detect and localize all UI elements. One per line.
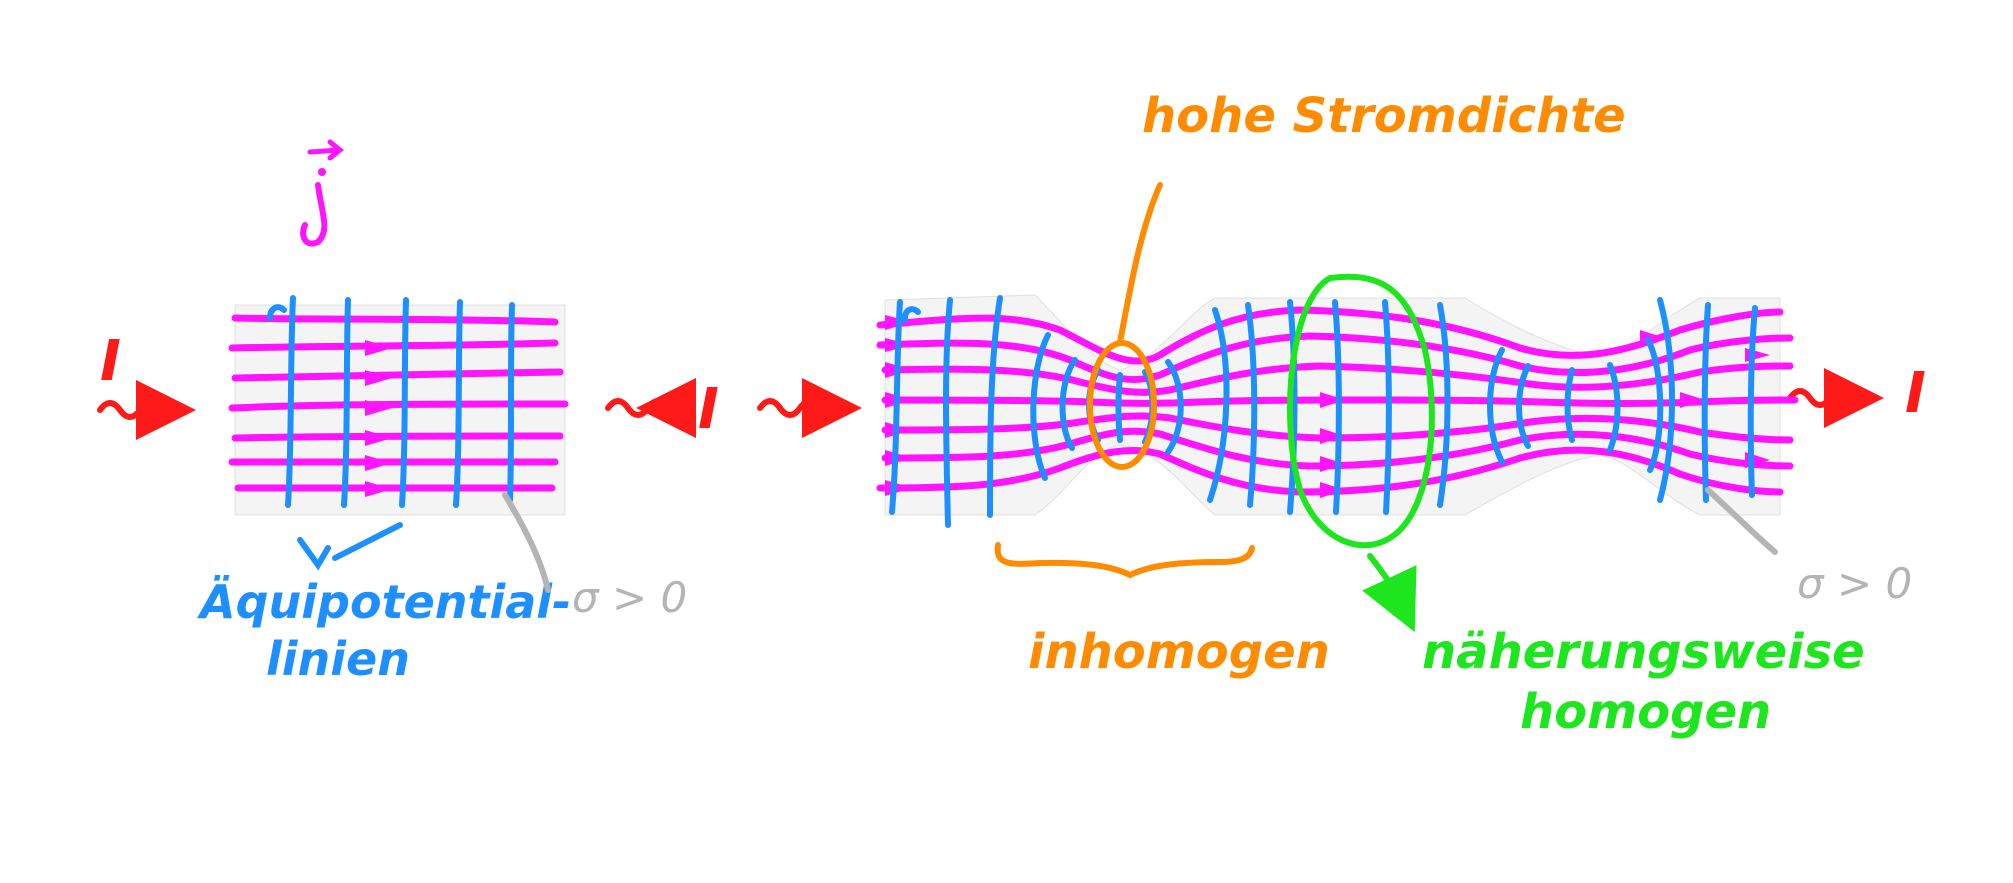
sigma-label-left: σ > 0	[572, 573, 687, 622]
constricted-equipotential-lines	[889, 295, 1758, 528]
field-arrow	[365, 370, 392, 386]
equipotential-line	[1287, 299, 1298, 515]
field-arrow	[365, 430, 392, 446]
field-arrow	[1320, 456, 1345, 472]
equipotential-line	[1564, 367, 1575, 443]
high-density-ellipse	[1087, 340, 1157, 470]
uniform-conductor-body	[234, 304, 566, 516]
equipotential-line	[1701, 302, 1711, 503]
field-arrow	[365, 481, 392, 497]
homogeneous-label-line1: näherungsweise	[1422, 624, 1865, 680]
pointer-strokes	[297, 522, 403, 571]
conductivity-note-left: σ > 0	[502, 492, 687, 622]
current-label-middle: I	[698, 377, 719, 442]
equipotential-line	[1747, 305, 1758, 498]
equipotential-line	[987, 295, 1003, 518]
equipotential-line	[1332, 299, 1342, 515]
field-line	[876, 332, 1794, 384]
equipotential-label-line2: linien	[266, 632, 410, 686]
sigma-label-right: σ > 0	[1797, 559, 1912, 608]
equipotential-line	[1207, 307, 1230, 503]
homogeneous-annotation: näherungsweise homogen	[1287, 273, 1865, 740]
equipotential-line	[1059, 357, 1078, 451]
equipotential-line	[1487, 347, 1505, 465]
uniform-equipotential-lines	[267, 295, 515, 508]
equipotential-line	[1115, 372, 1123, 443]
equipotential-line	[889, 299, 903, 515]
note-pointer	[1705, 487, 1778, 555]
equipotential-line	[341, 297, 351, 508]
equipotential-line	[1607, 362, 1621, 453]
field-line	[231, 368, 564, 382]
current-density-symbol	[300, 139, 345, 247]
equipotential-line	[507, 302, 515, 503]
conductivity-note-right: σ > 0	[1705, 487, 1912, 608]
equipotential-line	[1245, 302, 1258, 508]
field-line	[231, 314, 559, 326]
homogeneous-region-loop	[1287, 273, 1435, 549]
arrow-icon	[307, 139, 345, 161]
brace-icon	[994, 542, 1255, 579]
equipotential-line	[285, 295, 296, 508]
equipotential-line	[1165, 359, 1184, 455]
inhomogeneous-annotation: inhomogen	[994, 542, 1330, 680]
inhomogeneous-label: inhomogen	[1028, 624, 1330, 680]
equipotential-line	[267, 304, 287, 321]
equipotential-line	[901, 306, 921, 323]
current-out-squiggle-arrow-2	[1787, 368, 1884, 428]
equipotential-line	[1645, 337, 1664, 473]
constricted-conductor	[876, 294, 1799, 528]
equipotential-line	[1657, 297, 1675, 503]
field-arrow	[1320, 392, 1345, 408]
current-label-right: I	[1905, 361, 1926, 426]
current-in-squiggle-arrow	[97, 380, 196, 440]
j-dot	[318, 168, 326, 176]
equipotential-line	[1030, 332, 1051, 481]
equipotential-line	[1437, 302, 1451, 508]
field-line	[228, 339, 559, 352]
j-vector-stroke	[300, 182, 328, 247]
homogeneous-pointer-arrow	[1362, 553, 1417, 633]
field-arrow	[1680, 392, 1705, 408]
homogeneous-label-line2: homogen	[1520, 684, 1771, 740]
field-arrow	[1320, 482, 1345, 498]
current-out-squiggle-arrow	[605, 378, 696, 438]
current-in-squiggle-arrow-2	[757, 378, 862, 438]
uniform-field-arrows	[365, 340, 392, 497]
field-arrow	[365, 400, 392, 416]
equipotential-label-line1: Äquipotential-	[197, 575, 571, 629]
current-indicators: I I I	[97, 329, 1926, 442]
field-arrow	[885, 450, 912, 466]
constricted-conductor-body	[884, 294, 1781, 516]
equipotential-line	[453, 299, 463, 508]
field-arrow	[1320, 428, 1345, 444]
equipotential-annotation: Äquipotential- linien	[197, 522, 571, 686]
field-line	[231, 432, 564, 442]
high-density-pointer	[1117, 182, 1163, 345]
note-pointer	[502, 492, 551, 593]
high-density-label: hohe Stromdichte	[1142, 88, 1626, 144]
equipotential-line	[943, 297, 953, 528]
field-arrow	[365, 455, 392, 471]
high-density-annotation: hohe Stromdichte	[1087, 88, 1626, 470]
uniform-conductor	[228, 295, 569, 516]
field-line	[228, 400, 569, 412]
field-arrow	[365, 340, 392, 356]
equipotential-line	[399, 297, 409, 508]
equipotential-line	[1382, 299, 1392, 515]
current-label-left: I	[100, 329, 121, 394]
equipotential-line	[1516, 363, 1531, 449]
